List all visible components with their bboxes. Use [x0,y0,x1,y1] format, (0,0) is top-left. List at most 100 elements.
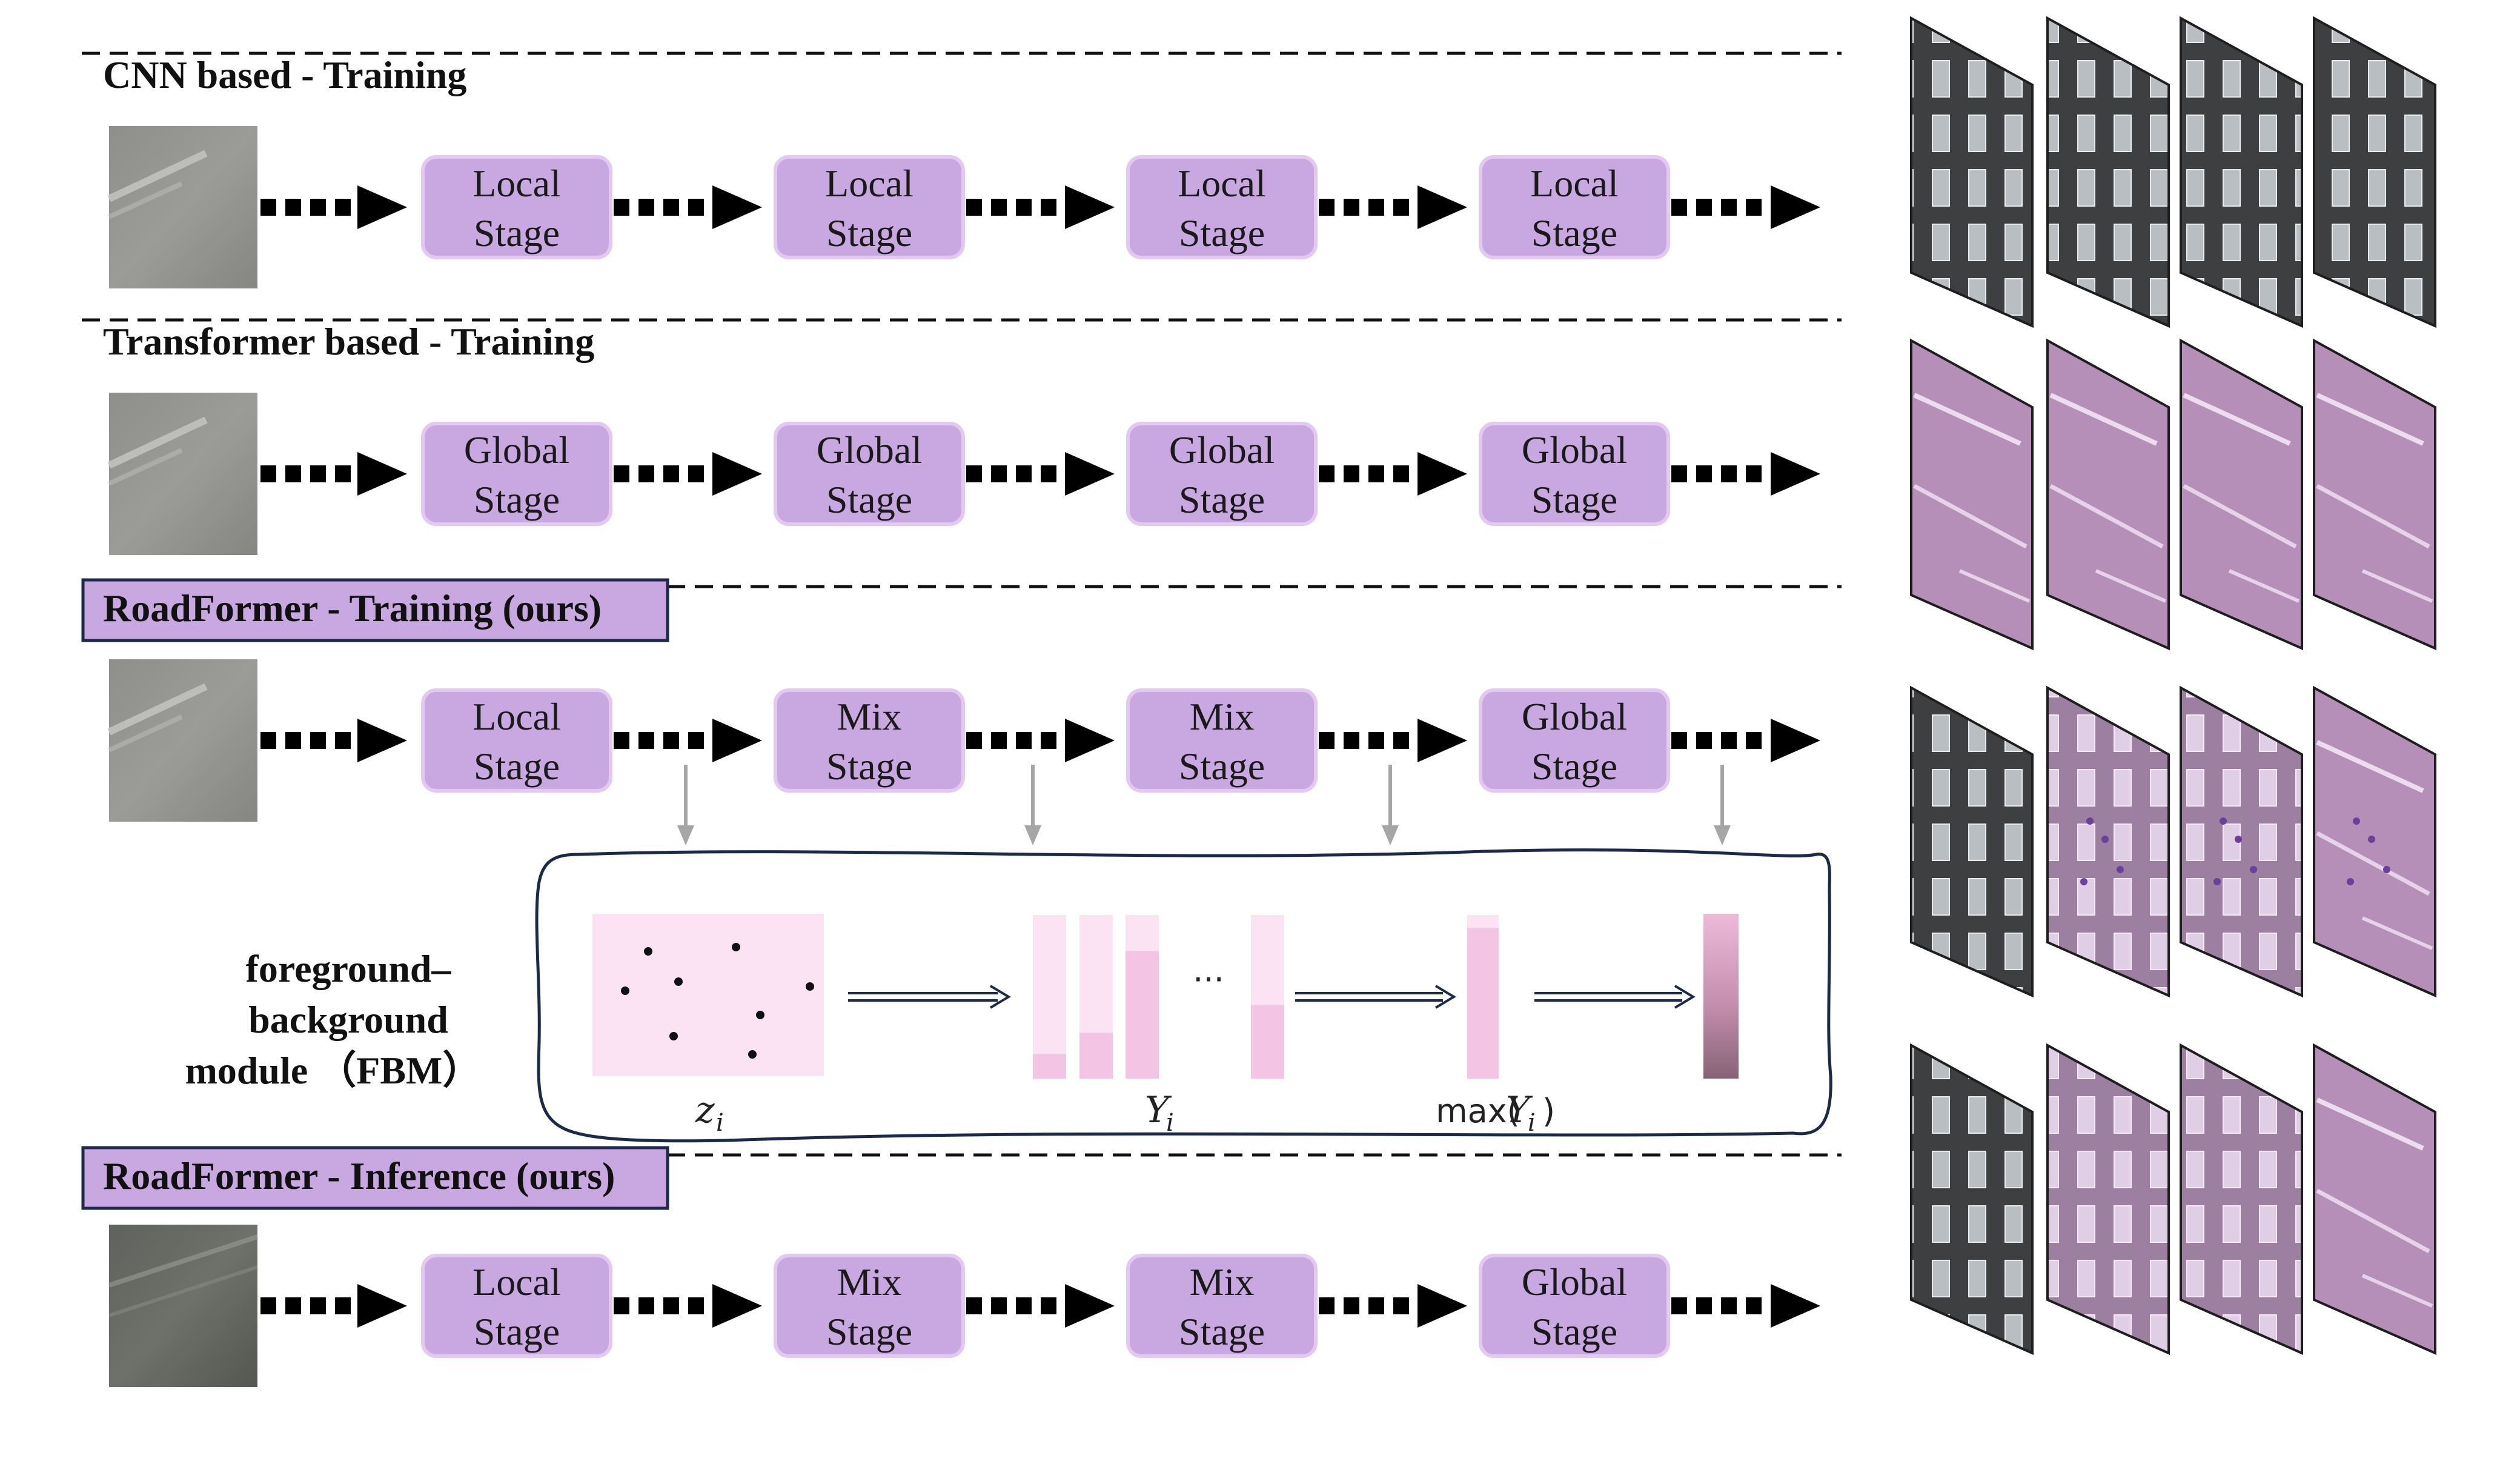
flow-arrow [1319,719,1467,762]
flow-arrow [614,452,762,496]
lane-highlight [2316,393,2424,446]
stage-block [1126,422,1318,526]
lane-marking [108,181,183,219]
arrow-head [1065,185,1115,229]
feature-map [2180,685,2303,998]
pipeline-row: Transformer based - TrainingGlobalStageG… [103,320,1820,555]
feature-map-face [2180,1043,2303,1356]
lane-marking [107,150,208,202]
stage-label: Stage [1179,211,1265,255]
feature-map [2313,685,2436,998]
lane-highlight [2316,1097,2424,1151]
z-subscript: i [716,1109,724,1137]
arrow-head [1434,985,1456,1009]
road-input-image [107,393,257,555]
stage-block [421,155,612,259]
stage-label: Stage [474,478,560,521]
stage-name: Local [472,695,561,738]
lane-marking [108,448,183,486]
y-bar-value [1033,1054,1066,1079]
feature-dot [748,1050,757,1059]
feature-map-face [2046,16,2170,328]
fbm-label-line: foreground– [246,947,452,990]
fbm-label-line: background [248,998,448,1041]
z-label: z [695,1089,715,1131]
flow-arrow [966,185,1115,229]
feature-map-face [2180,338,2303,651]
flow-arrow [1671,452,1820,496]
feature-map [2046,16,2170,328]
feature-map [2180,338,2303,651]
arrow-head [1418,185,1467,229]
arrow-head [712,452,762,496]
stage-label: Stage [1531,211,1617,255]
feature-dot [2347,878,2354,885]
lane-highlight [2361,1274,2433,1308]
stage-name: Local [472,1260,561,1303]
lane-highlight [1913,393,2021,446]
row-title: RoadFormer - Training (ours) [103,587,602,630]
road-input-image [107,126,257,288]
stage-block [1479,155,1670,259]
feature-dot [669,1032,678,1040]
feature-map-face [2046,338,2170,651]
feature-dot [2086,817,2094,825]
stage-label: Stage [1531,1310,1617,1353]
stage-name: Local [1178,162,1266,205]
flow-arrow [1671,719,1820,762]
gray-down-arrow [677,765,694,845]
lane-highlight [2316,484,2430,549]
lane-marking [107,683,208,736]
arrow-head [357,719,407,762]
stage-label: Stage [474,211,560,255]
arrow-head [357,1284,407,1328]
arrow-head [1674,985,1696,1009]
arrow-head [1418,719,1467,762]
fbm-border [535,848,1832,1143]
flow-arrow [966,719,1115,762]
output-bar [1703,914,1739,1079]
feature-map [1910,1043,2034,1356]
lane-highlight [1958,569,2031,603]
flow-arrow [260,185,407,229]
arrow-head [357,185,407,229]
max-label: max( [1436,1092,1520,1130]
flow-arrow [1319,1284,1467,1328]
feature-dot [2353,817,2360,825]
arrow-head [1418,1284,1467,1328]
lane-highlight [2316,1188,2430,1254]
feature-map-face [2180,16,2303,328]
title-highlight-box [81,1146,669,1210]
road-input-image [108,1225,259,1387]
max-subscript: i [1528,1109,1536,1137]
arrow-head [1771,185,1820,229]
rows-layer: CNN based - TrainingLocalStageLocalStage… [81,53,1820,1387]
flow-arrow [614,185,762,229]
feature-map [2180,16,2303,328]
max-close: ) [1542,1092,1555,1130]
flow-arrow [614,1284,762,1328]
flow-arrow [614,719,762,762]
arrow-head [712,185,762,229]
gray-down-arrow [1714,765,1731,845]
y-bar-value [1251,1005,1284,1079]
stage-block [421,422,612,526]
y-label: Y [1145,1089,1172,1131]
feature-dot [2383,866,2390,873]
feature-dot [2250,866,2257,873]
lane-highlight [2316,831,2430,896]
transition-arrow [848,985,1011,1009]
stage-label: Stage [826,745,912,788]
arrow-head [989,985,1011,1009]
stage-name: Mix [1190,695,1255,738]
feature-map-face [2046,685,2170,998]
lane-marking [108,714,183,753]
lane-highlight [2228,569,2300,603]
feature-dot [732,943,740,951]
feature-map-face [1910,338,2034,651]
feature-map-face [1910,16,2034,328]
feature-map [1910,16,2034,328]
feature-dot [806,982,814,991]
arrow-head [1714,825,1731,845]
